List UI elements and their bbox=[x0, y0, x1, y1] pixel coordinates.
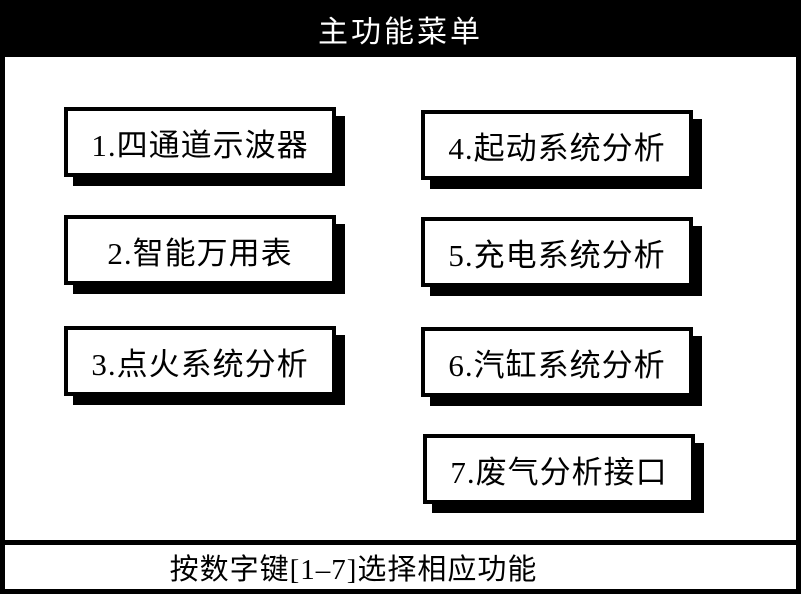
menu-button-label: 6.汽缸系统分析 bbox=[448, 347, 666, 383]
menu-button-exhaust-interface[interactable]: 7.废气分析接口 bbox=[423, 434, 695, 504]
menu-button-label: 3.点火系统分析 bbox=[91, 346, 309, 382]
menu-button-ignition-analysis[interactable]: 3.点火系统分析 bbox=[64, 326, 336, 396]
status-hint: 按数字键[1–7]选择相应功能 bbox=[169, 554, 538, 586]
page-title: 主功能菜单 bbox=[318, 15, 483, 49]
title-bar: 主功能菜单 bbox=[0, 0, 801, 57]
menu-button-cylinder-analysis[interactable]: 6.汽缸系统分析 bbox=[421, 327, 693, 397]
menu-button-charging-analysis[interactable]: 5.充电系统分析 bbox=[421, 217, 693, 287]
status-separator bbox=[0, 540, 801, 545]
menu-button-starting-analysis[interactable]: 4.起动系统分析 bbox=[421, 110, 693, 180]
status-bar: 按数字键[1–7]选择相应功能 bbox=[5, 545, 796, 589]
menu-button-label: 5.充电系统分析 bbox=[448, 237, 666, 273]
menu-button-label: 7.废气分析接口 bbox=[450, 454, 668, 490]
menu-button-oscilloscope[interactable]: 1.四通道示波器 bbox=[64, 107, 336, 177]
menu-button-label: 1.四通道示波器 bbox=[91, 127, 309, 163]
menu-button-multimeter[interactable]: 2.智能万用表 bbox=[64, 215, 336, 285]
menu-button-label: 4.起动系统分析 bbox=[448, 130, 666, 166]
menu-button-label: 2.智能万用表 bbox=[107, 235, 293, 271]
